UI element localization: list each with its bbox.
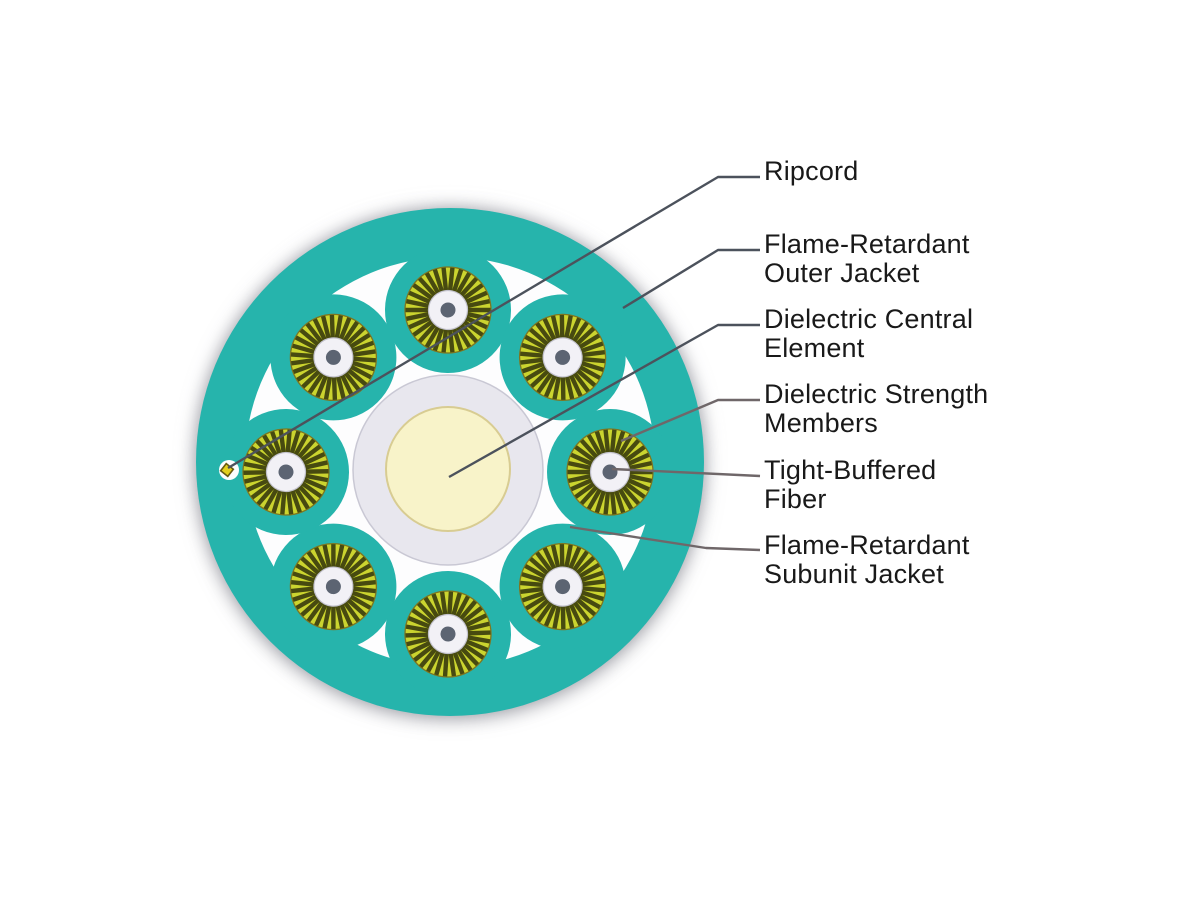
- leader-line-central-element: [448, 323, 760, 479]
- leader-line-subunit-jacket: [569, 525, 761, 552]
- central-element-core: [385, 406, 511, 532]
- leader-line-strength-members: [620, 398, 760, 443]
- leader-line-outer-jacket: [622, 248, 760, 310]
- leader-line-tight-buffered-fiber: [611, 467, 761, 478]
- leader-line-ripcord: [227, 175, 760, 470]
